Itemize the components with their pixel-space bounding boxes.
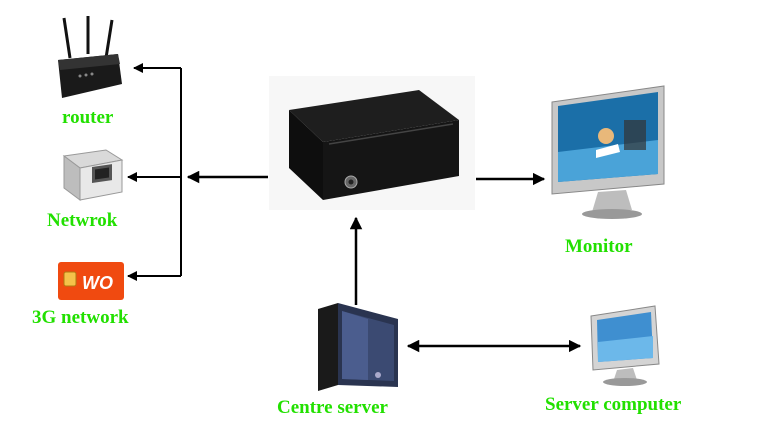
dvr-box-icon bbox=[269, 76, 475, 210]
network-label: Netwrok bbox=[47, 210, 118, 231]
monitor-label: Monitor bbox=[565, 236, 633, 257]
monitor-icon bbox=[546, 82, 670, 222]
router-label: router bbox=[62, 107, 114, 128]
server-computer-label: Server computer bbox=[545, 394, 682, 415]
router-icon bbox=[52, 14, 124, 100]
network-switch-icon bbox=[56, 146, 126, 204]
sim-card-icon: WO bbox=[58, 262, 124, 300]
sim-brand-text: WO bbox=[82, 273, 113, 293]
centre-server-label: Centre server bbox=[277, 397, 388, 418]
server-computer-icon bbox=[583, 302, 665, 388]
3g-network-label: 3G network bbox=[32, 307, 129, 328]
server-tower-icon bbox=[308, 301, 404, 393]
